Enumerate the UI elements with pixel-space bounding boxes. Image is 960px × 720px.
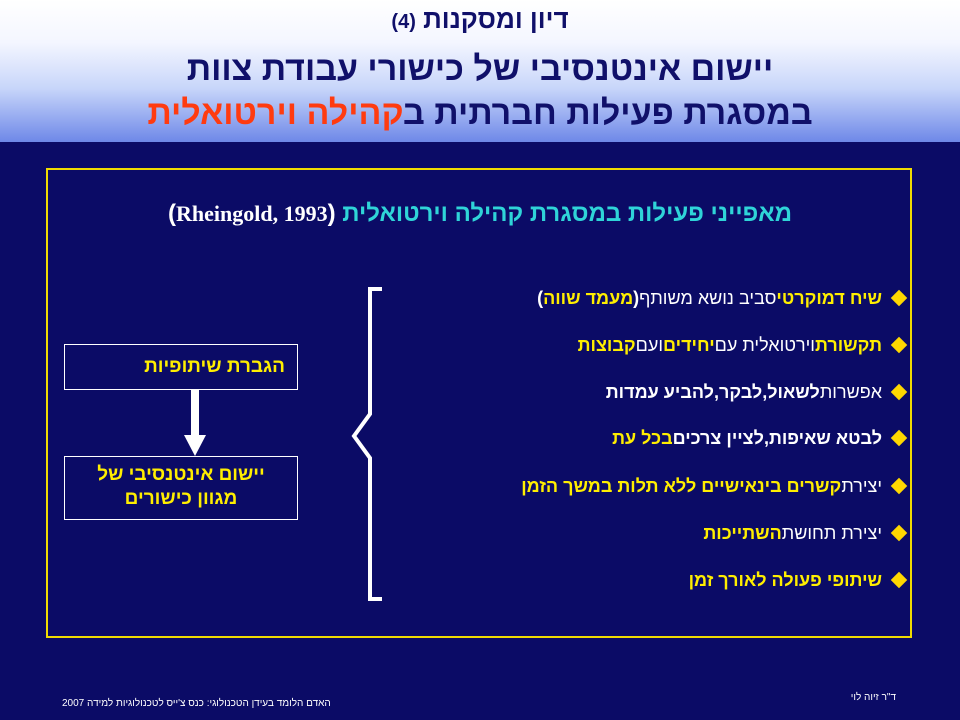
bullet-6-b: השתייכות <box>703 522 782 543</box>
citation-paren-close: ) <box>167 200 176 227</box>
bullet-4-b: , <box>763 427 769 448</box>
list-item: לבטא שאיפות, לציין צרכים בכל עת <box>612 424 908 452</box>
box-title: מאפייני פעילות במסגרת קהילה וירטואלית (R… <box>0 200 960 228</box>
bullet-3-a: אפשרות <box>819 381 882 402</box>
curly-brace-icon <box>351 287 382 601</box>
intensive-skills-box: יישום אינטנסיבי של מגוון כישורים <box>64 456 298 520</box>
bullet-1-e: ) <box>537 287 544 308</box>
bullet-1-d: מעמד שווה <box>543 287 634 308</box>
down-arrow-icon <box>184 389 206 456</box>
list-item: תקשורת וירטואלית עם יחידים ועם קבוצות <box>577 331 908 359</box>
bullet-4-a: לבטא שאיפות <box>768 427 882 448</box>
slide-header: דיון ומסקנות (4) יישום אינטנסיבי של כישו… <box>0 0 960 142</box>
list-item: אפשרות לשאול, לבקר, להביע עמדות <box>605 378 908 406</box>
bullet-3-f: להביע עמדות <box>605 381 714 402</box>
bullet-1-b: סביב נושא משותף <box>639 287 777 308</box>
bullet-1-a: שיח דמוקרטי <box>776 287 882 308</box>
header-line-1-number: (4) <box>391 11 416 33</box>
bullet-4-c: לציין צרכים <box>672 427 764 448</box>
bullet-4-e: בכל עת <box>612 427 673 448</box>
bullet-3-e: , <box>713 381 719 402</box>
list-item: שיח דמוקרטי סביב נושא משותף (מעמד שווה) <box>537 284 908 312</box>
list-item: שיתופי פעולה לאורך זמן <box>688 566 908 594</box>
citation-text: Rheingold, 1993 <box>175 201 328 226</box>
bullet-2-b: וירטואלית עם <box>714 334 815 355</box>
header-line-3: במסגרת פעילות חברתית בקהילה וירטואלית <box>0 94 960 133</box>
intensive-skills-line-1: יישום אינטנסיבי של <box>97 464 265 485</box>
list-item: יצירת תחושת השתייכות <box>703 519 908 547</box>
diamond-bullet-icon <box>890 524 908 542</box>
bullet-5-b: קשרים בינאישיים ללא תלות במשך הזמן <box>521 475 842 496</box>
bullet-3-d: לבקר <box>718 381 763 402</box>
bullet-2-d: ועם <box>635 334 664 355</box>
diamond-bullet-icon <box>890 477 908 495</box>
header-line-2: יישום אינטנסיבי של כישורי עבודת צוות <box>186 50 774 88</box>
diamond-bullet-icon <box>890 383 908 401</box>
list-item: יצירת קשרים בינאישיים ללא תלות במשך הזמן <box>521 472 908 500</box>
bullet-3-c: , <box>762 381 768 402</box>
bullet-6-a: יצירת תחושת <box>781 522 882 543</box>
footer-author: ד"ר זיוה לוי <box>850 692 896 703</box>
diamond-bullet-icon <box>890 336 908 354</box>
bullet-3-b: לשאול <box>767 381 820 402</box>
citation-paren-open: ( <box>327 200 336 227</box>
intensive-skills-line-2: מגוון כישורים <box>124 488 238 509</box>
bullet-7-a: שיתופי פעולה לאורך זמן <box>688 569 882 590</box>
header-line-3-part-1: במסגרת פעילות חברתית ב <box>403 94 813 132</box>
header-line-1: דיון ומסקנות (4) <box>0 4 960 35</box>
header-line-3-highlight: קהילה וירטואלית <box>147 94 404 132</box>
bullet-2-c: יחידים <box>663 334 715 355</box>
diamond-bullet-icon <box>890 289 908 307</box>
bullet-5-a: יצירת <box>841 475 882 496</box>
header-line-1-text: דיון ומסקנות <box>423 4 569 34</box>
increase-collaboration-box: הגברת שיתופיות <box>64 344 298 390</box>
bullet-2-e: קבוצות <box>577 334 636 355</box>
footer-conference: האדם הלומד בעידן הטכנולוגי: כנס צ'ייס לט… <box>62 698 331 709</box>
content-frame <box>46 168 912 638</box>
bullet-2-a: תקשורת <box>814 334 882 355</box>
diamond-bullet-icon <box>890 429 908 447</box>
bullet-1-c: ( <box>633 287 640 308</box>
box-title-text: מאפייני פעילות במסגרת קהילה וירטואלית <box>342 200 793 227</box>
diamond-bullet-icon <box>890 571 908 589</box>
